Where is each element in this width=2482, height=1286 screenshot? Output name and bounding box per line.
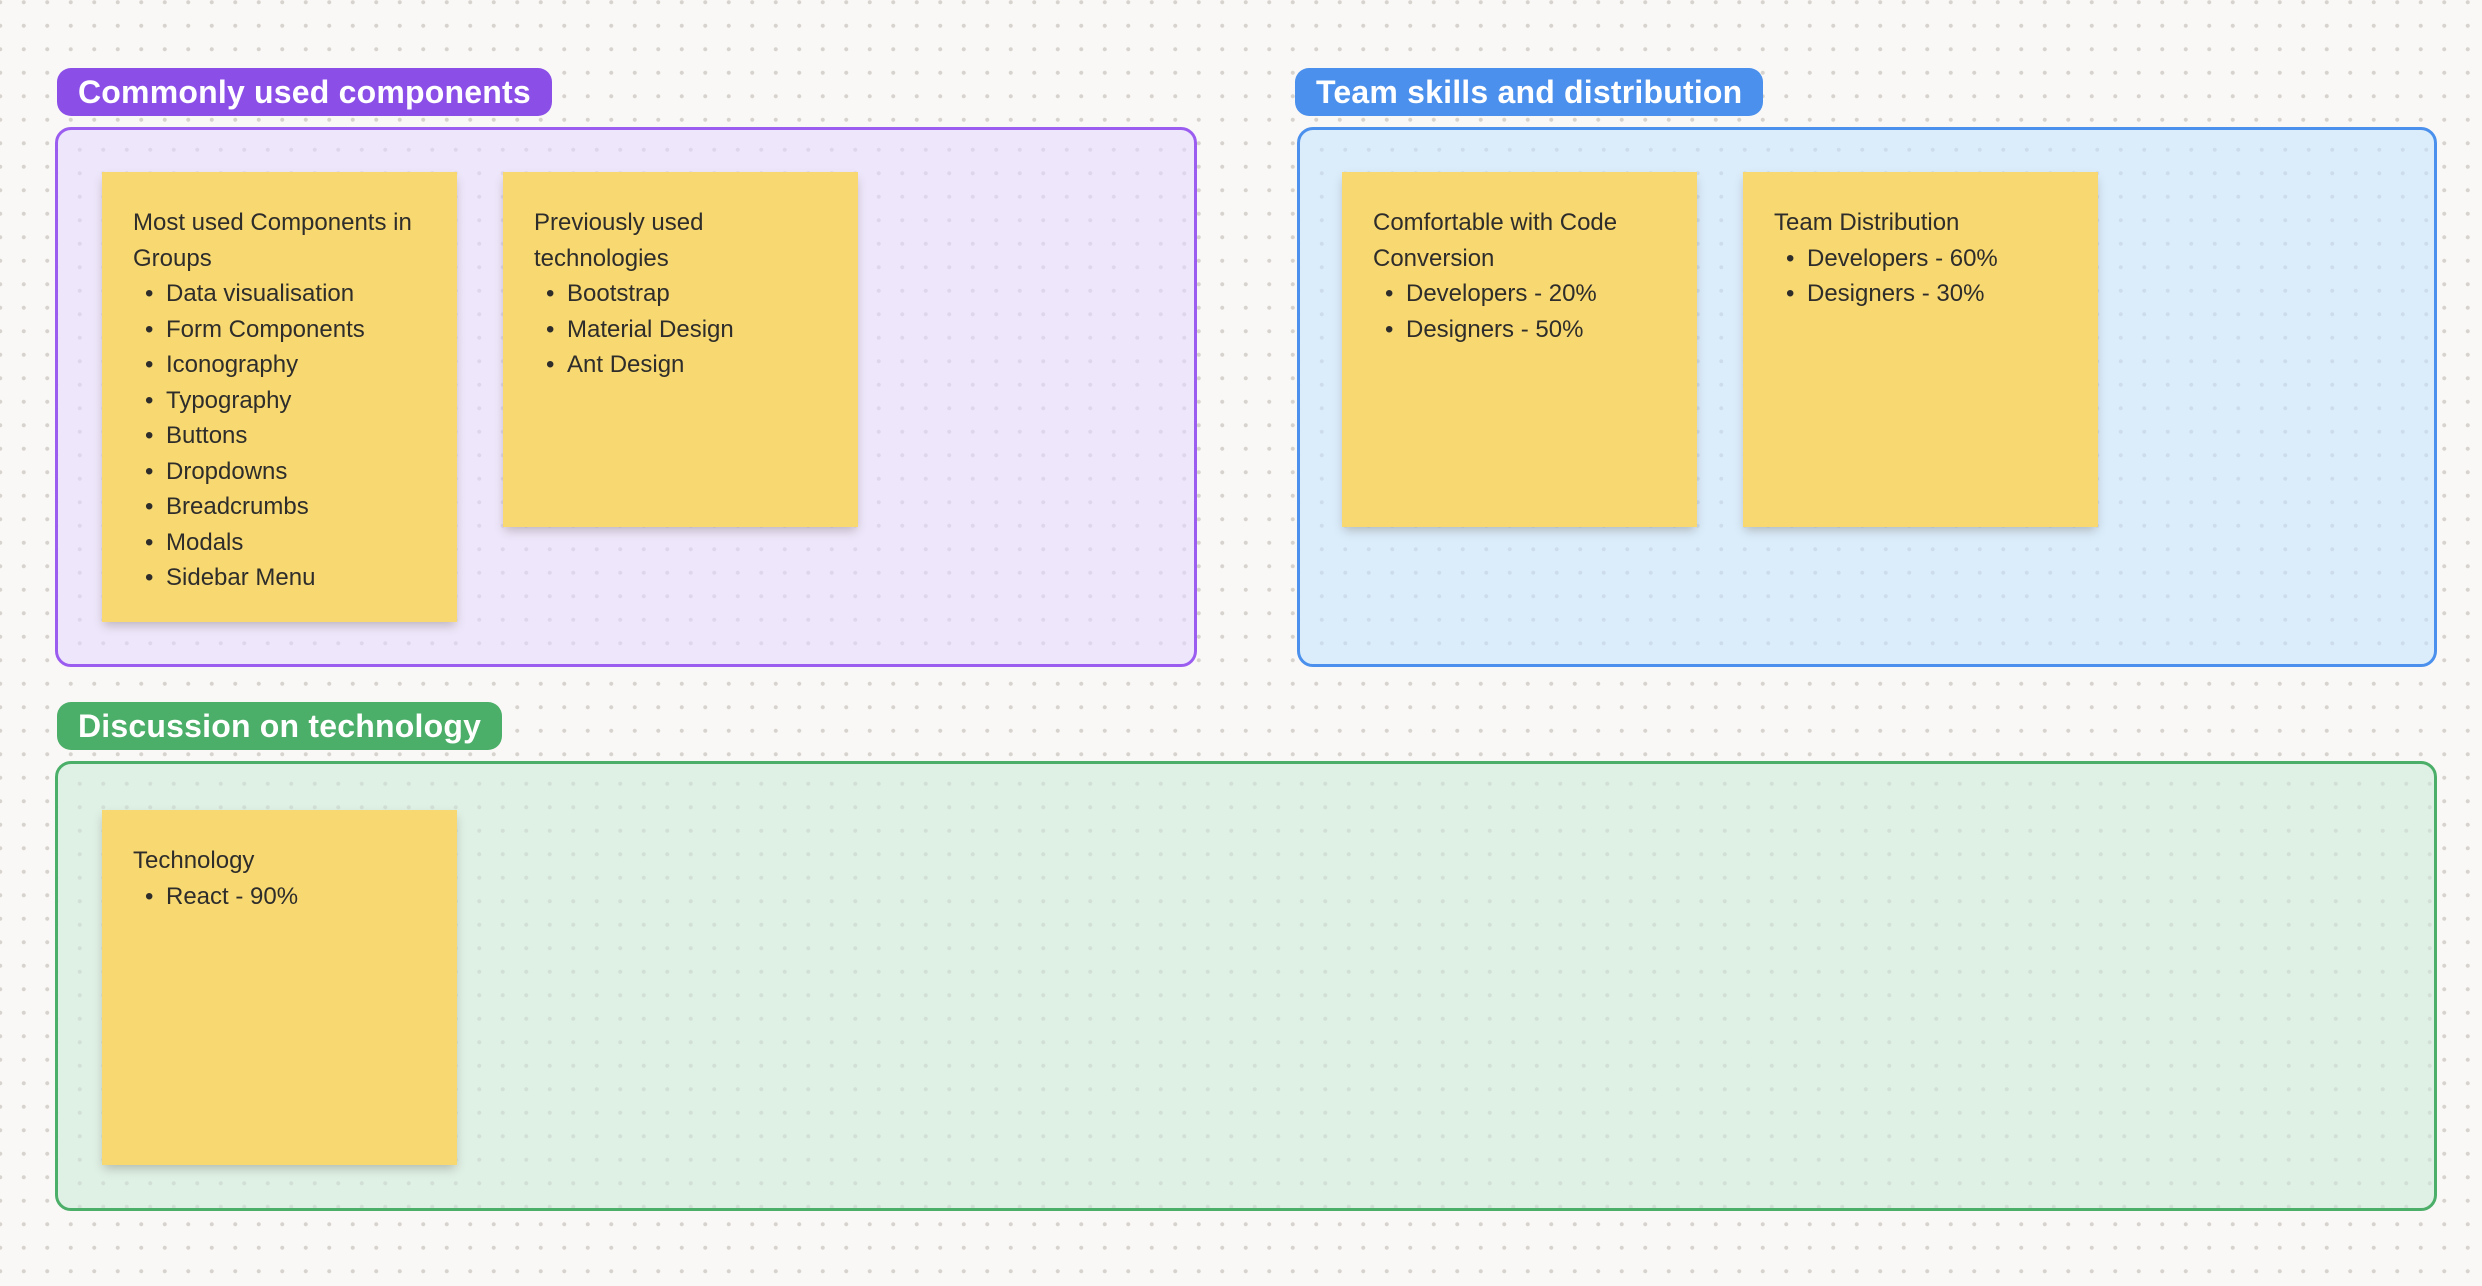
bullet-item: Sidebar Menu <box>133 560 431 596</box>
sticky-bullet-list: Developers - 20% Designers - 50% <box>1373 276 1671 347</box>
sticky-note-team-distribution[interactable]: Team Distribution Developers - 60% Desig… <box>1743 172 2098 527</box>
sticky-title: Most used Components in Groups <box>133 209 412 272</box>
bullet-item: Bootstrap <box>534 276 832 312</box>
bullet-item: React - 90% <box>133 879 431 915</box>
sticky-title: Comfortable with Code Conversion <box>1373 209 1618 272</box>
sticky-bullet-list: React - 90% <box>133 879 431 915</box>
sticky-title: Technology <box>133 847 255 874</box>
sticky-note-most-used-components[interactable]: Most used Components in Groups Data visu… <box>102 172 457 622</box>
bullet-item: Ant Design <box>534 347 832 383</box>
bullet-item: Form Components <box>133 312 431 348</box>
bullet-item: Developers - 60% <box>1774 241 2072 277</box>
bullet-item: Dropdowns <box>133 454 431 490</box>
bullet-item: Material Design <box>534 312 832 348</box>
bullet-item: Buttons <box>133 418 431 454</box>
sticky-bullet-list: Developers - 60% Designers - 30% <box>1774 241 2072 312</box>
sticky-note-code-conversion[interactable]: Comfortable with Code Conversion Develop… <box>1342 172 1697 527</box>
bullet-item: Modals <box>133 525 431 561</box>
section-team-skills[interactable]: Comfortable with Code Conversion Develop… <box>1297 127 2437 667</box>
sticky-title: Previously used technologies <box>534 209 704 272</box>
bullet-item: Breadcrumbs <box>133 489 431 525</box>
bullet-item: Iconography <box>133 347 431 383</box>
section-commonly-used-components[interactable]: Most used Components in Groups Data visu… <box>55 127 1197 667</box>
bullet-item: Designers - 50% <box>1373 312 1671 348</box>
section-label-discussion-on-technology[interactable]: Discussion on technology <box>57 702 503 750</box>
sticky-bullet-list: Bootstrap Material Design Ant Design <box>534 276 832 383</box>
sticky-title: Team Distribution <box>1774 209 1960 236</box>
sticky-bullet-list: Data visualisation Form Components Icono… <box>133 276 431 596</box>
bullet-item: Typography <box>133 383 431 419</box>
bullet-item: Designers - 30% <box>1774 276 2072 312</box>
section-discussion-on-technology[interactable]: Technology React - 90% <box>55 761 2437 1211</box>
bullet-item: Developers - 20% <box>1373 276 1671 312</box>
section-label-commonly-used-components[interactable]: Commonly used components <box>57 68 552 116</box>
sticky-note-technology[interactable]: Technology React - 90% <box>102 810 457 1165</box>
sticky-note-previously-used-technologies[interactable]: Previously used technologies Bootstrap M… <box>503 172 858 527</box>
section-label-team-skills[interactable]: Team skills and distribution <box>1295 68 1764 116</box>
bullet-item: Data visualisation <box>133 276 431 312</box>
